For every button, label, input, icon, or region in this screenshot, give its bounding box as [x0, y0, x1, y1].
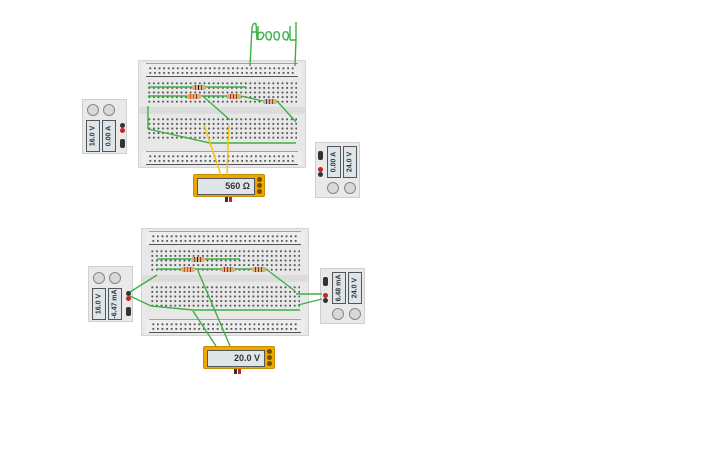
current-display: 6.48 mA: [332, 272, 346, 304]
power-rail-top: [145, 231, 305, 245]
current-display: -6.47 mA: [108, 288, 122, 320]
probe-black[interactable]: [234, 369, 237, 374]
current-display: 0.00 A: [102, 120, 116, 152]
power-rail-bottom: [142, 151, 302, 165]
power-switch[interactable]: [323, 277, 328, 286]
terminal-strip-lower: [150, 285, 300, 309]
terminal-strip-lower: [147, 117, 297, 141]
probe-red[interactable]: [229, 197, 232, 202]
power-supply-left-bottom[interactable]: 16.0 V -6.47 mA: [88, 266, 133, 322]
voltage-display: 16.0 V: [92, 288, 106, 320]
voltage-display: 24.0 V: [343, 146, 357, 178]
current-knob[interactable]: [109, 272, 121, 284]
positive-terminal[interactable]: [120, 123, 125, 128]
breadboard-top[interactable]: [138, 60, 306, 168]
voltage-knob[interactable]: [87, 104, 99, 116]
multimeter-bottom[interactable]: 20.0 V: [203, 346, 275, 369]
multimeter-top[interactable]: 560 Ω: [193, 174, 265, 197]
current-knob[interactable]: [327, 182, 339, 194]
resistor[interactable]: [221, 267, 235, 272]
mode-dial[interactable]: [257, 177, 262, 182]
power-switch[interactable]: [120, 139, 125, 148]
multimeter-display: 20.0 V: [207, 350, 265, 367]
probe-black[interactable]: [225, 197, 228, 202]
power-switch[interactable]: [318, 151, 323, 160]
negative-terminal[interactable]: [126, 296, 131, 301]
voltage-knob[interactable]: [93, 272, 105, 284]
mode-dial[interactable]: [257, 189, 262, 194]
mode-dial[interactable]: [267, 355, 272, 360]
positive-terminal[interactable]: [126, 291, 131, 296]
power-supply-right-top[interactable]: 0.00 A 24.0 V: [315, 142, 360, 198]
resistor[interactable]: [181, 267, 195, 272]
mode-dial[interactable]: [267, 361, 272, 366]
mode-dial[interactable]: [267, 349, 272, 354]
negative-terminal[interactable]: [120, 128, 125, 133]
breadboard-bottom[interactable]: [141, 228, 309, 336]
current-display: 0.00 A: [327, 146, 341, 178]
negative-terminal[interactable]: [323, 298, 328, 303]
negative-terminal[interactable]: [318, 172, 323, 177]
power-rail-top: [142, 63, 302, 77]
power-supply-left-top[interactable]: 16.0 V 0.00 A: [82, 99, 127, 154]
probe-red[interactable]: [238, 369, 241, 374]
resistor[interactable]: [187, 94, 201, 99]
resistor[interactable]: [192, 85, 206, 90]
probe-leads-top: [203, 124, 230, 176]
power-supply-right-bottom[interactable]: 6.48 mA 24.0 V: [320, 268, 365, 324]
resistor[interactable]: [227, 94, 241, 99]
power-switch[interactable]: [126, 307, 131, 316]
positive-terminal[interactable]: [318, 167, 323, 172]
wires-bottom: [129, 258, 323, 347]
signature-abood: [249, 22, 297, 67]
mode-dial[interactable]: [257, 183, 262, 188]
current-knob[interactable]: [332, 308, 344, 320]
voltage-display: 16.0 V: [86, 120, 100, 152]
voltage-knob[interactable]: [344, 182, 356, 194]
resistor[interactable]: [263, 99, 277, 104]
voltage-display: 24.0 V: [348, 272, 362, 304]
resistor[interactable]: [252, 267, 266, 272]
current-knob[interactable]: [103, 104, 115, 116]
voltage-knob[interactable]: [349, 308, 361, 320]
positive-terminal[interactable]: [323, 293, 328, 298]
resistor[interactable]: [191, 257, 205, 262]
multimeter-display: 560 Ω: [197, 178, 255, 195]
wires-top: [147, 86, 297, 144]
